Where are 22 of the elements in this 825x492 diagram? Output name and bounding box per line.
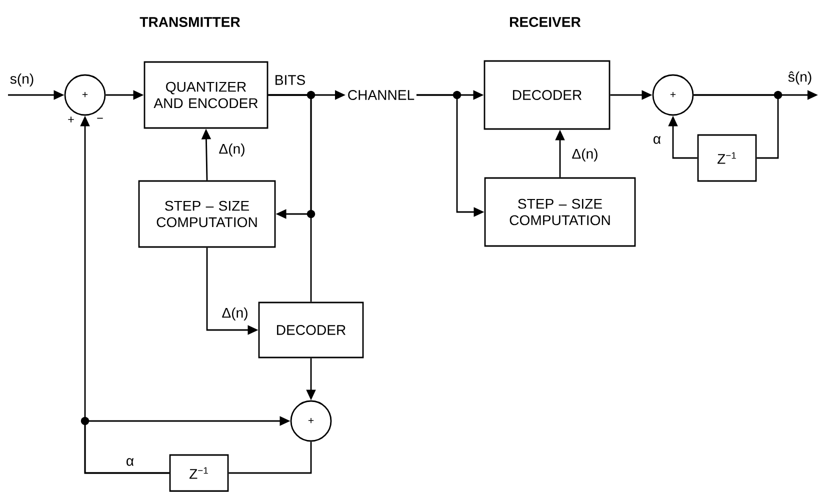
block-box: QUANTIZER AND ENCODER	[144, 61, 268, 129]
edge-label: Δ(n)	[218, 142, 246, 158]
block-box: STEP – SIZE COMPUTATION	[484, 177, 636, 247]
section-heading: TRANSMITTER	[140, 17, 240, 27]
channel-label: CHANNEL	[348, 90, 414, 100]
block-box: DECODER	[258, 302, 364, 358]
block-box: Z$^{−1}$	[169, 454, 229, 492]
summing-junction: +	[64, 74, 106, 116]
summing-junction: +	[290, 400, 332, 442]
block-box: DECODER	[484, 60, 610, 130]
edge-label: α	[652, 134, 662, 146]
sign-label: +	[68, 116, 74, 122]
edge-label: s(n)	[8, 72, 36, 88]
summing-junction: +	[652, 74, 694, 116]
edge-label: BITS	[273, 74, 307, 86]
block-box: Z$^{−1}$	[697, 134, 757, 182]
edge-label: Δ(n)	[220, 306, 250, 322]
section-heading: RECEIVER	[510, 17, 581, 27]
edge-label: ŝ(n)	[786, 70, 814, 86]
block-box: STEP – SIZE COMPUTATION	[138, 180, 276, 248]
edge-label: α	[124, 456, 136, 468]
edge-label: Δ(n)	[570, 147, 600, 163]
